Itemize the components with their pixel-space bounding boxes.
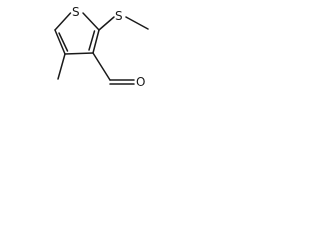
ring-bond-c4-c5-inner xyxy=(88,30,96,51)
aldehyde-oxygen-label: O xyxy=(136,75,145,89)
ring-bond-s1-c2 xyxy=(54,12,72,31)
ring-bond-c2-c3-inner xyxy=(58,32,69,52)
ring-sulfur-label: S xyxy=(72,5,80,19)
thioether-bond-methyl xyxy=(125,16,149,30)
ring-bond-c5-s1 xyxy=(82,12,100,31)
aldehyde-bond xyxy=(92,52,111,81)
thioether-sulfur-label: S xyxy=(115,9,123,23)
thioether-bond-ring xyxy=(98,16,115,31)
methyl-bond xyxy=(57,53,66,80)
ring-bond-c4-c5 xyxy=(92,29,100,54)
molecule-structure-diagram: S S O xyxy=(54,5,149,89)
ring-bond-c3-c4 xyxy=(64,52,94,55)
ring-bond-c2-c3 xyxy=(54,29,66,55)
